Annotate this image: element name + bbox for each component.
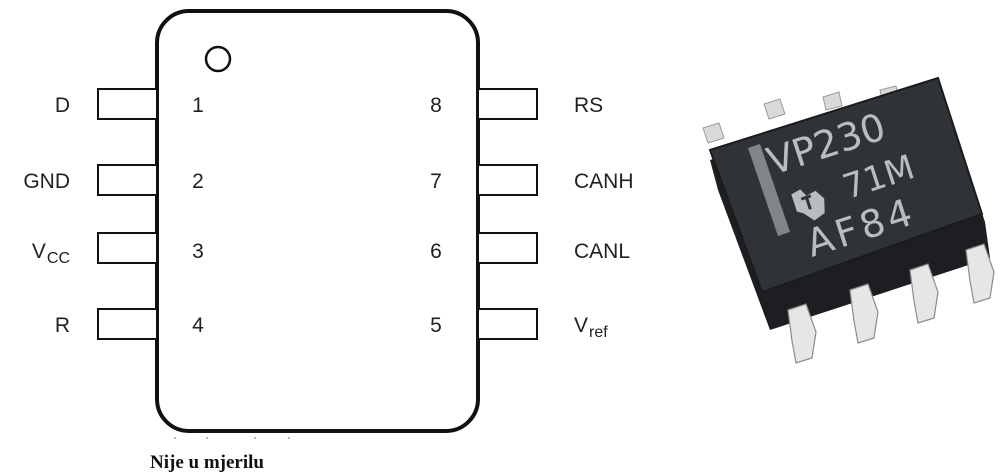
pin-lead-3: [97, 232, 158, 264]
right-pin-leads: [477, 88, 538, 340]
pin-label-2: GND: [23, 170, 70, 193]
pin-lead-7: [477, 164, 538, 196]
pin-lead-8: [477, 88, 538, 120]
pin-lead-1: [97, 88, 158, 120]
pin-lead-2: [97, 164, 158, 196]
pin-number-6: 6: [430, 240, 442, 263]
chip-photo: VP230 71M AF84: [702, 76, 995, 364]
pin-number-2: 2: [192, 170, 204, 193]
left-pin-leads: [97, 88, 158, 340]
pin1-indicator-icon: [204, 45, 232, 73]
pin-label-1: D: [54, 94, 70, 117]
pin-number-3: 3: [192, 240, 204, 263]
pin-number-1: 1: [192, 94, 204, 117]
pin-lead-6: [477, 232, 538, 264]
chip-bottom-leads: [787, 243, 995, 364]
pin-label-6: CANL: [574, 240, 631, 263]
scan-specks: [174, 437, 290, 439]
pin-number-7: 7: [430, 170, 442, 193]
pin-number-8: 8: [430, 94, 442, 117]
ic-package-outline: [155, 9, 480, 433]
scale-caption: Nije u mjerilu: [150, 452, 264, 473]
pin-number-4: 4: [192, 314, 204, 337]
pin-label-5: Vref: [574, 314, 608, 341]
pin-label-4: R: [54, 314, 70, 337]
chip-body-top: [708, 76, 984, 294]
pin-label-3: VCC: [31, 240, 70, 267]
pin-lead-5: [477, 308, 538, 340]
pin-label-8: RS: [574, 94, 604, 117]
chip-marking-stripe: [748, 144, 790, 236]
pin-number-5: 5: [430, 314, 442, 337]
ti-logo-icon: [791, 189, 825, 221]
pin-label-7: CANH: [574, 170, 634, 193]
pin-lead-4: [97, 308, 158, 340]
